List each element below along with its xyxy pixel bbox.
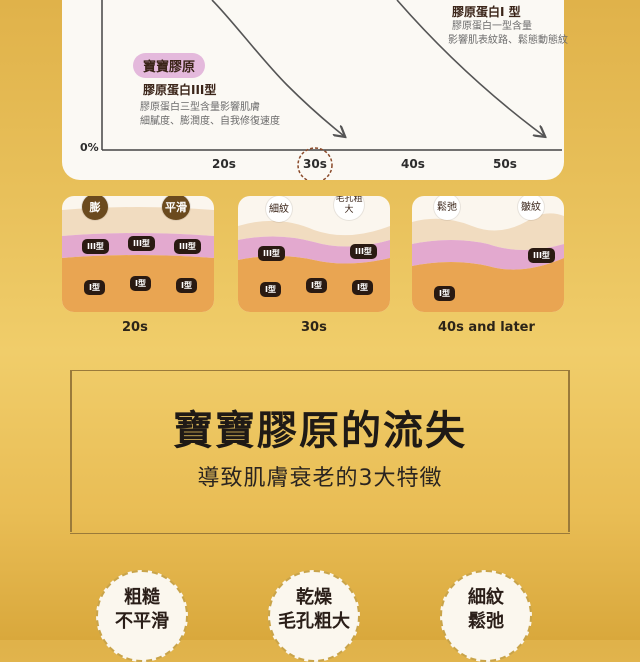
tag-type1: I型 [260, 282, 281, 297]
tag-type3: III型 [350, 244, 377, 259]
x-tick-30s: 30s [303, 157, 327, 171]
tag-type1: I型 [84, 280, 105, 295]
tag-type1: I型 [306, 278, 327, 293]
x-tick-20s: 20s [212, 157, 236, 171]
bubble-sagging: 鬆弛 [434, 196, 460, 220]
tag-type3: III型 [528, 248, 555, 263]
main-title: 寶寶膠原的流失 [173, 407, 467, 454]
feature-circle-lines: 細紋 鬆弛 [440, 570, 532, 662]
collagen-decline-chart [101, 0, 562, 180]
bubble-fine-lines: 細紋 [266, 196, 292, 222]
type1-curve [396, 0, 544, 136]
feature-line1: 粗糙 [124, 587, 160, 608]
type3-note-line1: 膠原蛋白三型含量影響肌膚 [140, 102, 260, 113]
collagen-chart-card [62, 0, 564, 180]
type3-curve [211, 0, 344, 136]
tag-type1: I型 [130, 276, 151, 291]
skin-panel-30s: 細紋 毛孔粗大 III型 III型 I型 I型 I型 [238, 196, 390, 312]
frame-right-border [568, 370, 570, 532]
tag-type1: I型 [434, 286, 455, 301]
y-axis-zero-label: 0% [80, 141, 99, 154]
feature-line2: 不平滑 [115, 611, 169, 632]
type3-pill: 寶寶膠原 [133, 53, 206, 78]
feature-line1: 乾燥 [296, 587, 332, 608]
type3-name: 膠原蛋白III型 [143, 83, 217, 97]
feature-line1: 細紋 [468, 587, 504, 608]
feature-line2: 毛孔粗大 [278, 611, 350, 632]
feature-circle-dry: 乾燥 毛孔粗大 [268, 570, 360, 662]
frame-left-border [70, 370, 72, 532]
panel-age-20s: 20s [122, 320, 148, 335]
feature-circle-rough: 粗糙 不平滑 [96, 570, 188, 662]
tick-30s-highlight [297, 147, 333, 180]
panel-age-40s: 40s and later [438, 320, 535, 335]
panel-age-30s: 30s [301, 320, 327, 335]
bubble-smooth: 平滑 [162, 196, 190, 220]
bubble-large-pores: 毛孔粗大 [334, 196, 364, 220]
type1-note-line2: 影響肌表紋路、鬆態動態紋 [448, 35, 568, 46]
x-tick-40s: 40s [401, 157, 425, 171]
tag-type3: III型 [174, 239, 201, 254]
tag-type1: I型 [176, 278, 197, 293]
feature-line2: 鬆弛 [468, 611, 504, 632]
skin-panel-40s: 鬆弛 皺紋 III型 I型 [412, 196, 564, 312]
tag-type3: III型 [128, 236, 155, 251]
skin-panel-20s: 膨 平滑 III型 III型 III型 I型 I型 I型 [62, 196, 214, 312]
bubble-plump: 膨 [82, 196, 108, 220]
bubble-wrinkles: 皺紋 [518, 196, 544, 220]
headline-frame [70, 370, 570, 534]
type3-note-line2: 細膩度、膨潤度、自我修復速度 [140, 116, 280, 127]
sub-title: 導致肌膚衰老的3大特徵 [197, 466, 443, 491]
tag-type3: III型 [82, 239, 109, 254]
tag-type1: I型 [352, 280, 373, 295]
tag-type3: III型 [258, 246, 285, 261]
x-tick-50s: 50s [493, 157, 517, 171]
type1-note-line1: 膠原蛋白一型含量 [452, 21, 532, 32]
type1-name: 膠原蛋白I 型 [452, 5, 521, 19]
